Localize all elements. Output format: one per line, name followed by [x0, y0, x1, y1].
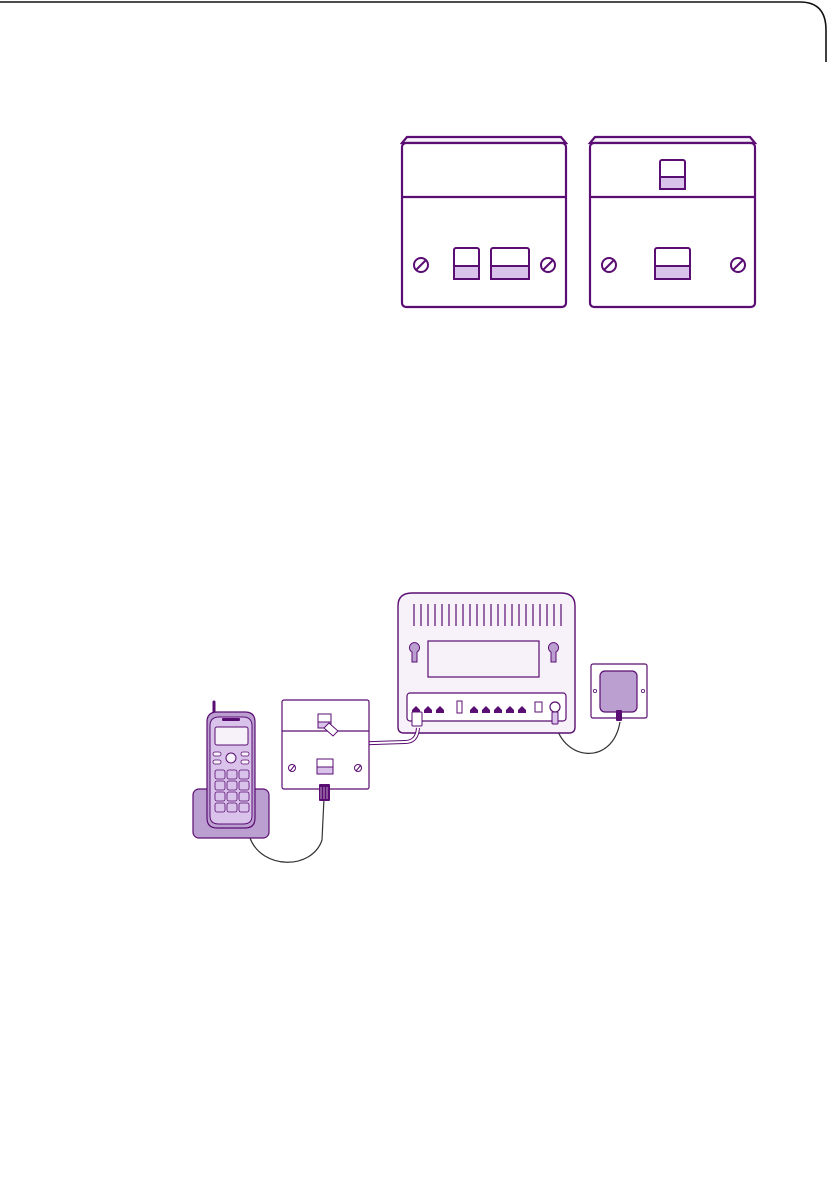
- master-socket-small: [282, 700, 369, 801]
- phone-socket-icon: [317, 759, 333, 774]
- screw-icon: [355, 765, 362, 772]
- power-socket-with-adapter: [591, 664, 647, 721]
- power-port-icon: [550, 702, 560, 724]
- hub-router: [398, 593, 575, 733]
- screw-icon: [289, 765, 296, 772]
- cordless-phone: [193, 702, 269, 838]
